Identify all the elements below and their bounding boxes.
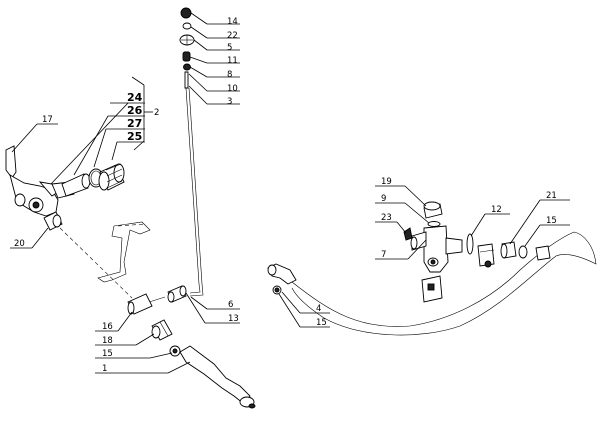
part-10-ball [183,63,191,71]
label-17: 17 [42,115,53,125]
label-15-c: 15 [316,318,327,328]
label-16: 16 [102,322,113,332]
label-1: 1 [102,364,107,374]
label-26: 26 [127,104,143,117]
label-2: 2 [154,108,159,118]
rod-leaders [188,12,240,105]
part-3-rod [185,87,200,285]
part-14-nut [180,7,192,19]
label-4: 4 [316,304,321,314]
valve-body [5,145,125,231]
label-7: 7 [381,250,386,260]
label-20: 20 [14,239,25,249]
lower-leaders: 6 13 16 18 15 1 [95,292,240,374]
label-8: 8 [227,70,232,80]
label-15-b: 15 [546,216,557,226]
mounting-bracket [59,221,166,305]
label-18: 18 [102,336,113,346]
rod-assembly [179,7,204,297]
left-leaders: 17 20 [10,115,58,249]
long-hose [291,231,597,336]
right-leaders: 19 9 23 7 12 21 15 [375,177,570,260]
label-3: 3 [227,97,232,107]
label-22: 22 [227,31,238,41]
right-valve-assembly [403,201,551,303]
part-22-washer [182,22,192,30]
label-13: 13 [228,314,239,324]
label-5: 5 [227,43,232,53]
label-19: 19 [381,177,392,187]
part-11-spring [182,51,191,62]
label-11: 11 [227,56,238,66]
label-24: 24 [127,91,143,104]
label-12: 12 [491,205,502,215]
label-15-a: 15 [102,349,113,359]
part-9-ring [427,221,441,227]
part-1-hose [179,345,251,405]
label-23: 23 [381,213,392,223]
part-3-rod-top [184,71,189,89]
label-21: 21 [546,191,557,201]
label-14: 14 [227,17,238,27]
part-12-disc [466,233,474,255]
valve-group-2: 2 24 26 27 25 [49,76,159,186]
label-10: 10 [227,84,238,94]
part-17-elbow [5,145,17,179]
label-27: 27 [127,117,142,130]
rod-labels: 14 22 5 11 8 10 3 [227,17,238,107]
part-15-clamp-c [518,245,528,259]
part-26-sleeve [61,173,89,197]
label-25: 25 [127,130,142,143]
part-23-clip [403,227,413,241]
label-9: 9 [381,194,386,204]
middle-fitting: 4 15 [267,263,330,328]
lower-hose-assembly [127,285,256,409]
label-6: 6 [228,300,233,310]
